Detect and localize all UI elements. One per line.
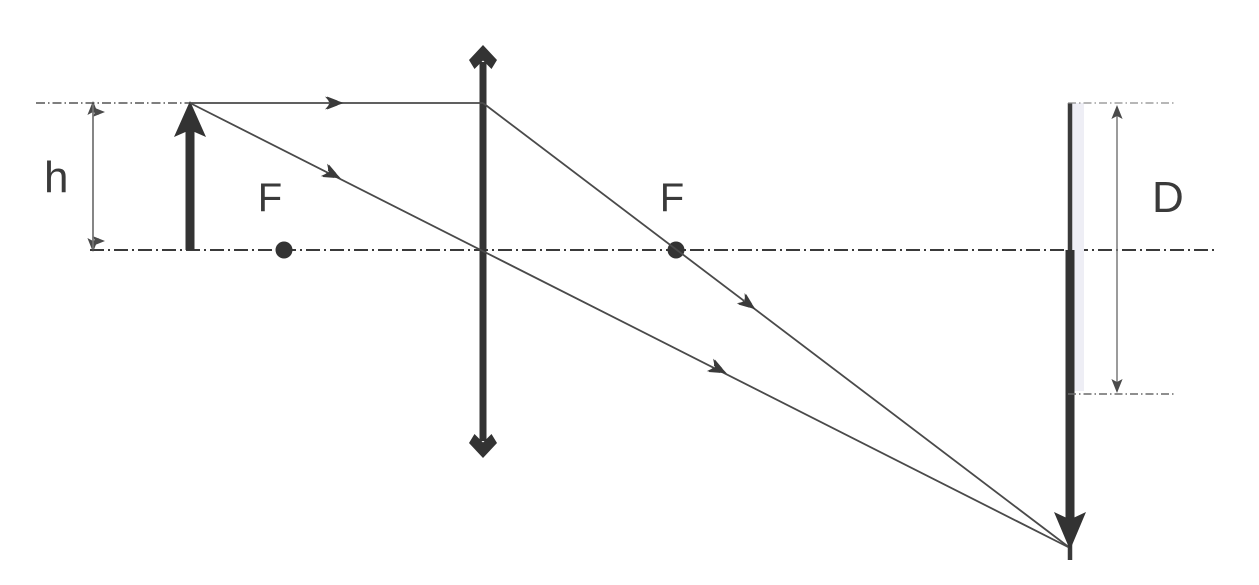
ray-parallel-incident-barb-lower (327, 103, 338, 110)
object-arrowhead (174, 101, 206, 137)
lens-arrowhead-bottom (469, 434, 497, 458)
screen-shadow-band (1072, 103, 1084, 391)
D-arrowhead-top (1111, 105, 1123, 119)
ray-parallel-refracted-arrowhead (736, 292, 756, 310)
object-height-label: h (44, 153, 68, 202)
image-height-label: D (1152, 173, 1184, 222)
ray-through-centre-arrowhead-near (320, 163, 341, 179)
focal-point-left-label: F (258, 176, 282, 220)
image-arrowhead (1054, 512, 1086, 550)
focal-point-left-marker (275, 241, 293, 259)
ray-parallel-incident-barb-upper (327, 96, 338, 103)
ray-through-centre-arrowhead-far (706, 358, 727, 374)
ray-through-centre (189, 102, 1071, 549)
ray-parallel-refracted (482, 102, 1071, 549)
D-arrowhead-bottom (1111, 379, 1123, 393)
focal-point-right-label: F (660, 176, 684, 220)
lens-arrowhead-top (469, 45, 497, 69)
